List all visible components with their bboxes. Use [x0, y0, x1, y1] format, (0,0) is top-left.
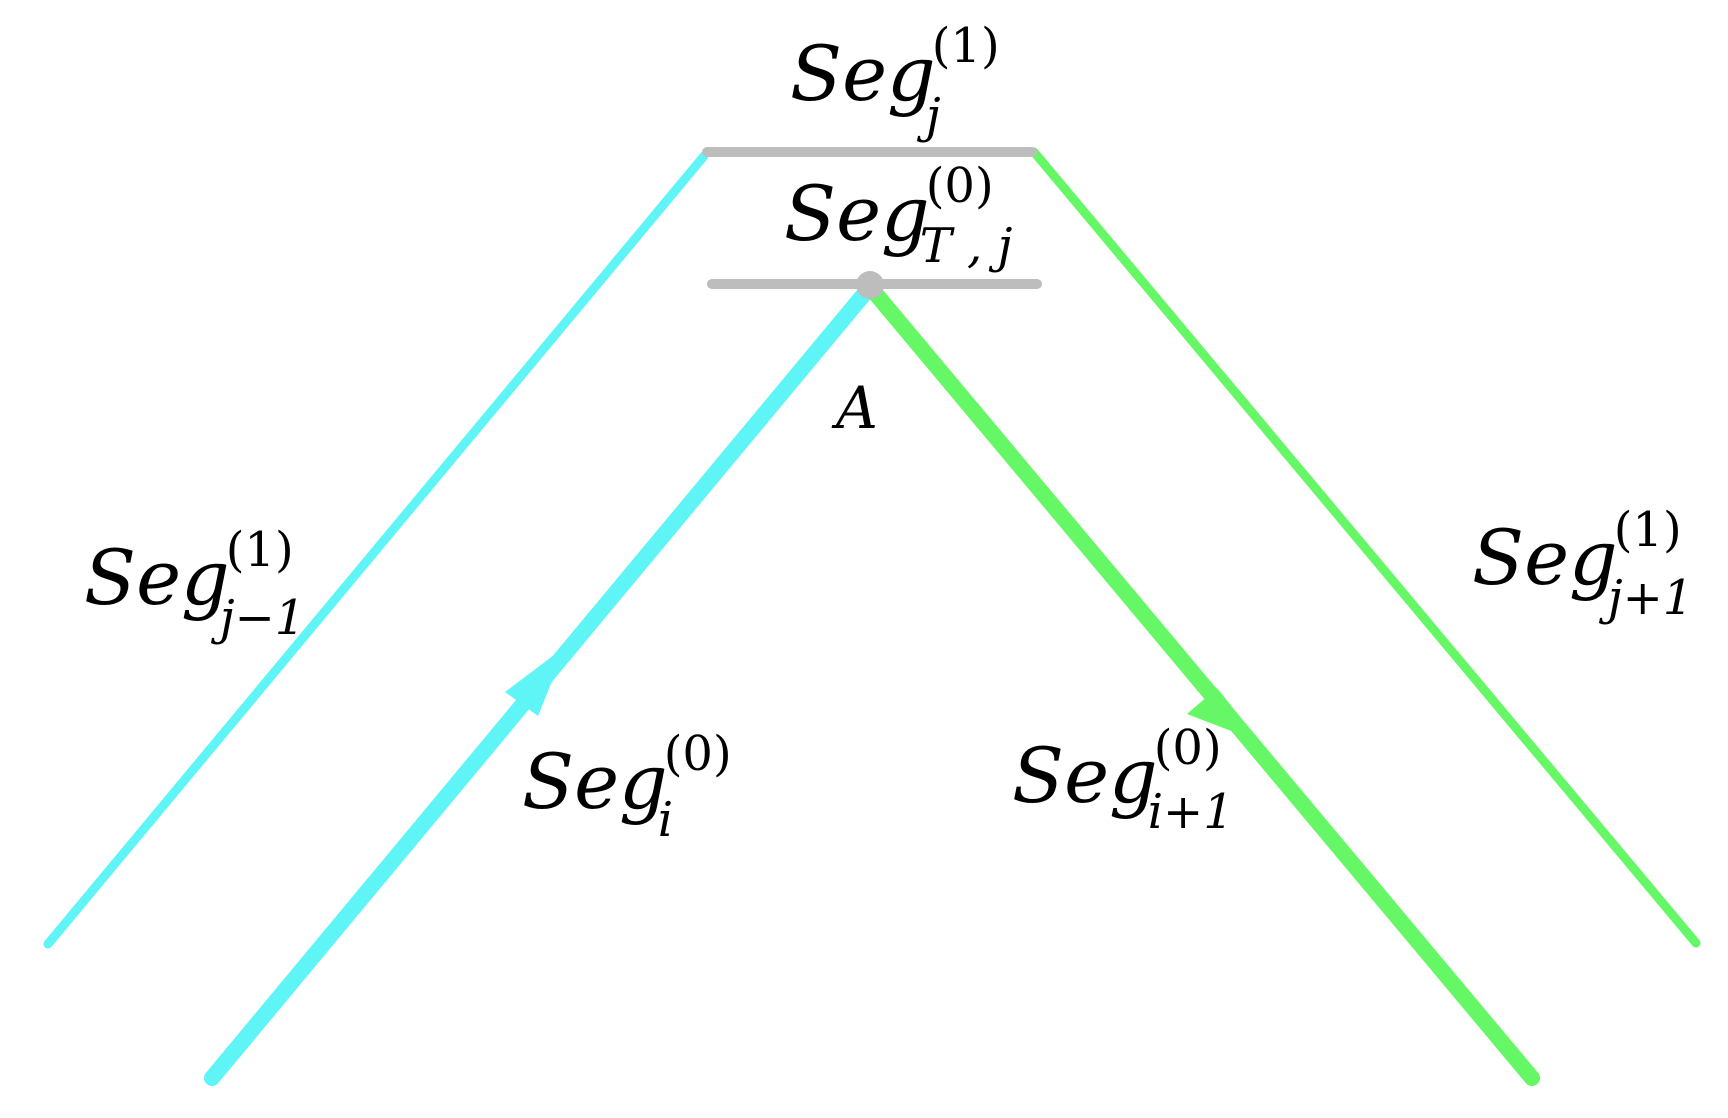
label-seg-i: Seg(0)i: [522, 726, 732, 848]
point-a-marker: [856, 271, 884, 299]
cyan-arrowhead: [505, 646, 566, 716]
label-seg-j-minus-1: Seg(1)j−1: [84, 522, 305, 646]
label-seg-j: Seg(1)j: [790, 18, 1000, 144]
green-arrowhead: [1187, 688, 1260, 742]
outer-cyan-line: [43, 151, 709, 949]
label-seg-tj: Seg(0)T , j: [784, 158, 1012, 274]
label-seg-j-plus-1: Seg(1)j+1: [1472, 502, 1693, 626]
label-point-a: A: [831, 374, 878, 442]
outer-green-line: [1029, 147, 1701, 948]
label-seg-i-plus-1: Seg(0)i+1: [1012, 720, 1234, 840]
inner-green-line: [862, 279, 1540, 1086]
